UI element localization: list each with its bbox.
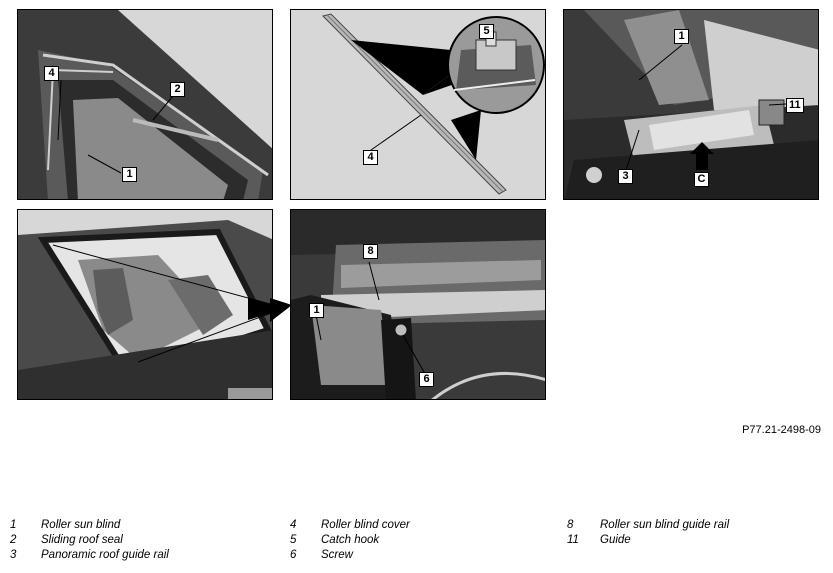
figure-panel-vehicle-roof bbox=[17, 209, 273, 400]
legend-number: 3 bbox=[10, 549, 17, 561]
roof-seal-illustration bbox=[18, 10, 272, 199]
callout-label: C bbox=[694, 172, 709, 187]
guide-rail-illustration bbox=[564, 10, 818, 199]
blind-cover-illustration bbox=[291, 10, 545, 199]
legend-label: Panoramic roof guide rail bbox=[41, 549, 169, 561]
legend-label: Sliding roof seal bbox=[41, 534, 123, 546]
figure-panel-blind-cover: 5 4 bbox=[290, 9, 546, 200]
legend-number: 5 bbox=[290, 534, 297, 546]
legend-number: 8 bbox=[567, 519, 574, 531]
connector-arrow bbox=[270, 298, 292, 322]
figure-reference: P77.21-2498-09 bbox=[742, 424, 821, 436]
legend-label: Catch hook bbox=[321, 534, 380, 546]
blind-guide-rail-illustration bbox=[291, 210, 545, 399]
callout-label: 1 bbox=[122, 167, 137, 182]
legend-number: 6 bbox=[290, 549, 297, 561]
legend-number: 4 bbox=[290, 519, 297, 531]
figure-panel-blind-guide-rail: 8 1 6 bbox=[290, 209, 546, 400]
legend-label: Roller sun blind bbox=[41, 519, 121, 531]
callout-label: 1 bbox=[674, 29, 689, 44]
callout-label: 5 bbox=[479, 24, 494, 39]
legend-number: 11 bbox=[567, 534, 579, 546]
callout-label: 6 bbox=[419, 372, 434, 387]
figure-panel-roof-seal: 4 2 1 bbox=[17, 9, 273, 200]
callout-label: 4 bbox=[44, 66, 59, 81]
legend-number: 1 bbox=[10, 519, 17, 531]
callout-label: 8 bbox=[363, 244, 378, 259]
vehicle-roof-illustration bbox=[18, 210, 272, 399]
legend: 1 Roller sun blind 2 Sliding roof seal 3… bbox=[0, 519, 833, 571]
legend-number: 2 bbox=[10, 534, 17, 546]
legend-label: Guide bbox=[600, 534, 631, 546]
legend-label: Roller sun blind guide rail bbox=[600, 519, 730, 531]
callout-label: 11 bbox=[786, 98, 804, 113]
callout-label: 1 bbox=[309, 303, 324, 318]
callout-label: 4 bbox=[363, 150, 378, 165]
callout-label: 3 bbox=[618, 169, 633, 184]
legend-label: Screw bbox=[321, 549, 353, 561]
figure-panel-guide-rail: 1 11 3 C bbox=[563, 9, 819, 200]
callout-label: 2 bbox=[170, 82, 185, 97]
legend-label: Roller blind cover bbox=[321, 519, 410, 531]
